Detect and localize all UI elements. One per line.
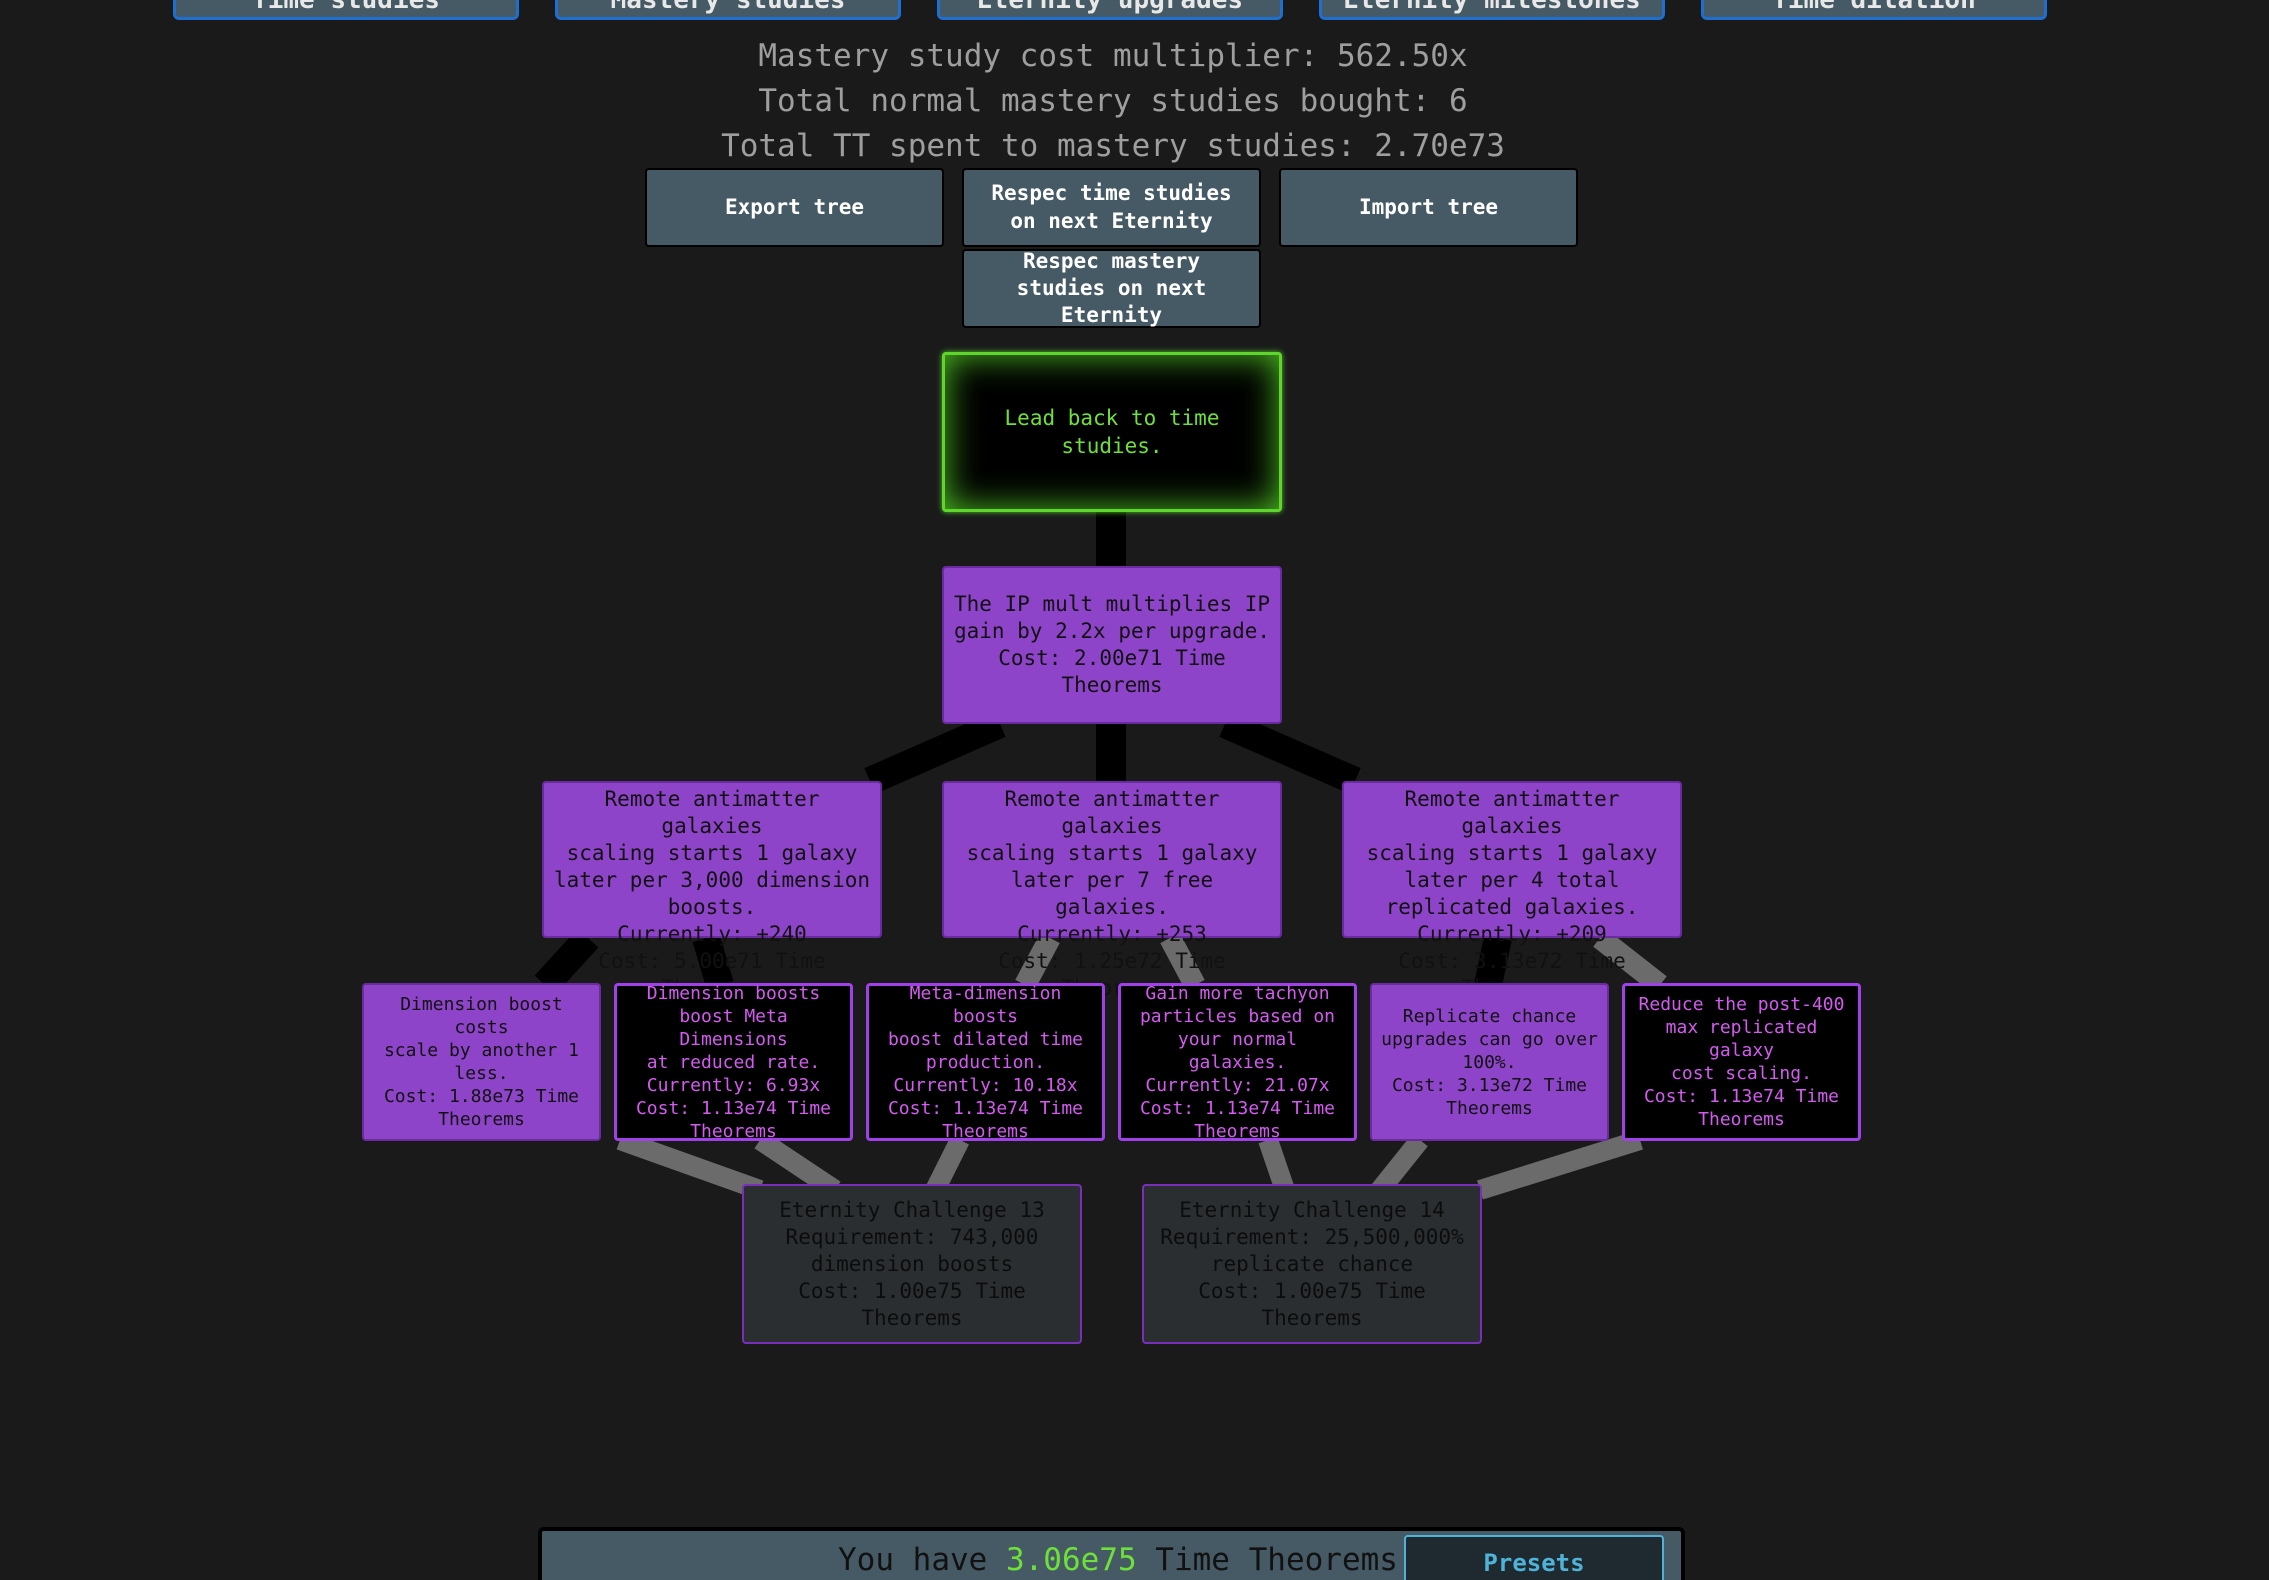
respec-time-studies-button[interactable]: Respec time studies on next Eternity <box>962 168 1261 247</box>
study-dimension-boost-meta[interactable]: Dimension boosts boost Meta Dimensions a… <box>614 982 853 1142</box>
study-text: Reduce the post-400 max replicated galax… <box>1638 994 1845 1130</box>
time-theorem-amount: 3.06e75 <box>1005 1542 1137 1578</box>
time-theorem-count: You have 3.06e75 Time Theorems. <box>838 1542 1417 1578</box>
link-right-post400 <box>1593 929 1667 994</box>
study-dimension-boost-cost[interactable]: Dimension boost costs scale by another 1… <box>362 983 601 1141</box>
study-text: The IP mult multiplies IP gain by 2.2x p… <box>953 592 1271 697</box>
link-dimmeta-ec13 <box>754 1131 841 1199</box>
study-remote-galaxies-replicated[interactable]: Remote antimatter galaxies scaling start… <box>1342 781 1682 1000</box>
study-meta-dimension-dilated[interactable]: Meta-dimension boosts boost dilated time… <box>866 982 1105 1142</box>
link-mid-metadil <box>1015 932 1060 991</box>
link-left-dimcost <box>534 928 599 995</box>
tab-eternity-upgrades[interactable]: Eternity upgrades <box>937 0 1283 20</box>
study-text: Gain more tachyon particles based on you… <box>1139 982 1336 1142</box>
link-post400-ec14 <box>1477 1130 1643 1200</box>
study-text: Meta-dimension boosts boost dilated time… <box>887 982 1084 1142</box>
study-text: Eternity Challenge 13 Requirement: 743,0… <box>779 1197 1045 1330</box>
study-text: Eternity Challenge 14 Requirement: 25,50… <box>1160 1197 1464 1330</box>
link-tachyon-ec14 <box>1258 1136 1295 1194</box>
study-text: Dimension boost costs scale by another 1… <box>383 994 580 1130</box>
study-text: Remote antimatter galaxies scaling start… <box>553 787 871 1000</box>
eternity-challenge-13[interactable]: Eternity Challenge 13 Requirement: 743,0… <box>742 1184 1082 1344</box>
study-replicate-chance[interactable]: Replicate chance upgrades can go over 10… <box>1370 983 1609 1141</box>
tab-mastery-studies[interactable]: Mastery studies <box>555 0 901 20</box>
link-mid-tachyon <box>1160 932 1205 991</box>
study-text: Dimension boosts boost Meta Dimensions a… <box>635 982 832 1142</box>
eternity-challenge-14[interactable]: Eternity Challenge 14 Requirement: 25,50… <box>1142 1184 1482 1344</box>
export-tree-button[interactable]: Export tree <box>645 168 944 247</box>
study-text: Remote antimatter galaxies scaling start… <box>1366 787 1658 1000</box>
study-remote-galaxies-boosts[interactable]: Remote antimatter galaxies scaling start… <box>542 781 882 1000</box>
import-tree-button[interactable]: Import tree <box>1279 168 1578 247</box>
study-remote-galaxies-free[interactable]: Remote antimatter galaxies scaling start… <box>942 781 1282 1000</box>
link-right-replicate <box>1474 935 1512 988</box>
tab-eternity-milestones[interactable]: Eternity milestones <box>1319 0 1665 20</box>
presets-button[interactable]: Presets <box>1404 1535 1664 1580</box>
link-replicate-ec14 <box>1372 1133 1428 1197</box>
link-left-dimmeta <box>692 934 734 989</box>
link-dimcost-ec13 <box>616 1130 764 1200</box>
tt-spent-text: Total TT spent to mastery studies: 2.70e… <box>721 128 1505 164</box>
respec-mastery-studies-button[interactable]: Respec mastery studies on next Eternity <box>962 249 1261 328</box>
study-ip-mult[interactable]: The IP mult multiplies IP gain by 2.2x p… <box>942 566 1282 724</box>
lead-back-to-time-studies[interactable]: Lead back to time studies. <box>942 352 1282 512</box>
link-metadil-ec13 <box>926 1135 969 1195</box>
tab-time-studies[interactable]: Time studies <box>173 0 519 20</box>
study-text: Replicate chance upgrades can go over 10… <box>1381 1005 1598 1119</box>
cost-multiplier-text: Mastery study cost multiplier: 562.50x <box>758 38 1468 74</box>
study-post-400-scaling[interactable]: Reduce the post-400 max replicated galax… <box>1622 983 1861 1141</box>
link-ipmult-remote-left <box>864 711 1006 794</box>
tab-time-dilation[interactable]: Time dilation <box>1701 0 2047 20</box>
study-text: Remote antimatter galaxies scaling start… <box>966 787 1258 1000</box>
studies-bought-text: Total normal mastery studies bought: 6 <box>758 83 1468 119</box>
study-tachyon-particles[interactable]: Gain more tachyon particles based on you… <box>1118 982 1357 1142</box>
link-ipmult-remote-right <box>1219 711 1361 794</box>
